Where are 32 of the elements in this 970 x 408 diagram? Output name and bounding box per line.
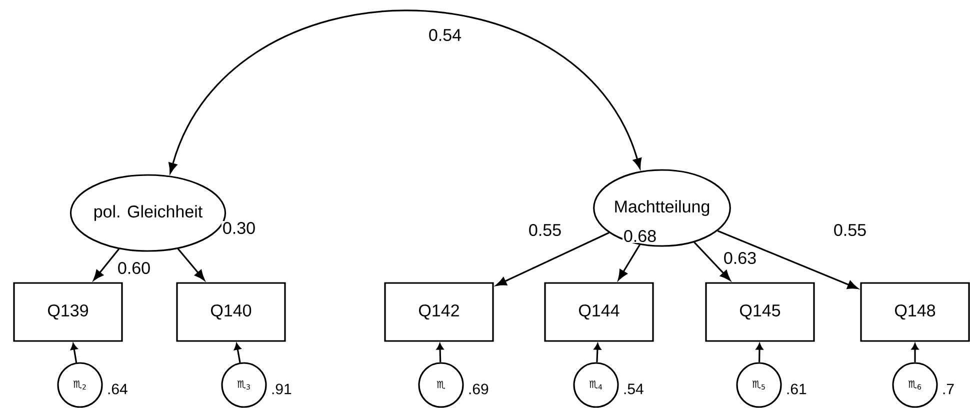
loading-arrow (694, 242, 731, 281)
error-arrow (911, 343, 919, 362)
edge-label: 0.55 (529, 224, 561, 236)
covariance-arrow (168, 10, 642, 174)
loading-arrow (618, 244, 640, 280)
edge-label: 0.60 (118, 262, 150, 274)
error-variance: .61 (787, 384, 806, 394)
loading-arrow (93, 248, 120, 280)
error-arrow (234, 343, 242, 363)
indicator-box: Q140 (176, 282, 286, 342)
indicator-box: Q142 (384, 282, 494, 342)
indicator-box: Q148 (860, 282, 970, 342)
error-variance: .91 (272, 384, 292, 394)
error-variance: .64 (108, 384, 128, 394)
error-arrow (756, 343, 764, 362)
loading-arrow (717, 230, 858, 290)
indicator-box: Q144 (544, 282, 654, 342)
error-arrow (70, 343, 78, 363)
error-variance: .69 (469, 384, 488, 394)
edge-label: 0.55 (834, 224, 866, 236)
error-variance: .54 (624, 384, 644, 394)
edge-label: 0.30 (223, 222, 255, 234)
loading-arrow (496, 232, 610, 286)
indicator-box: Q145 (705, 282, 815, 342)
indicator-box: Q139 (13, 282, 123, 342)
edge-label: 0.68 (624, 230, 656, 242)
edge-label: 0.63 (724, 252, 756, 264)
error-arrow (436, 343, 444, 362)
error-arrow (594, 343, 602, 362)
error-variance: .7 (943, 384, 954, 394)
loading-arrow (177, 248, 205, 281)
edge-label: 0.54 (429, 28, 462, 42)
